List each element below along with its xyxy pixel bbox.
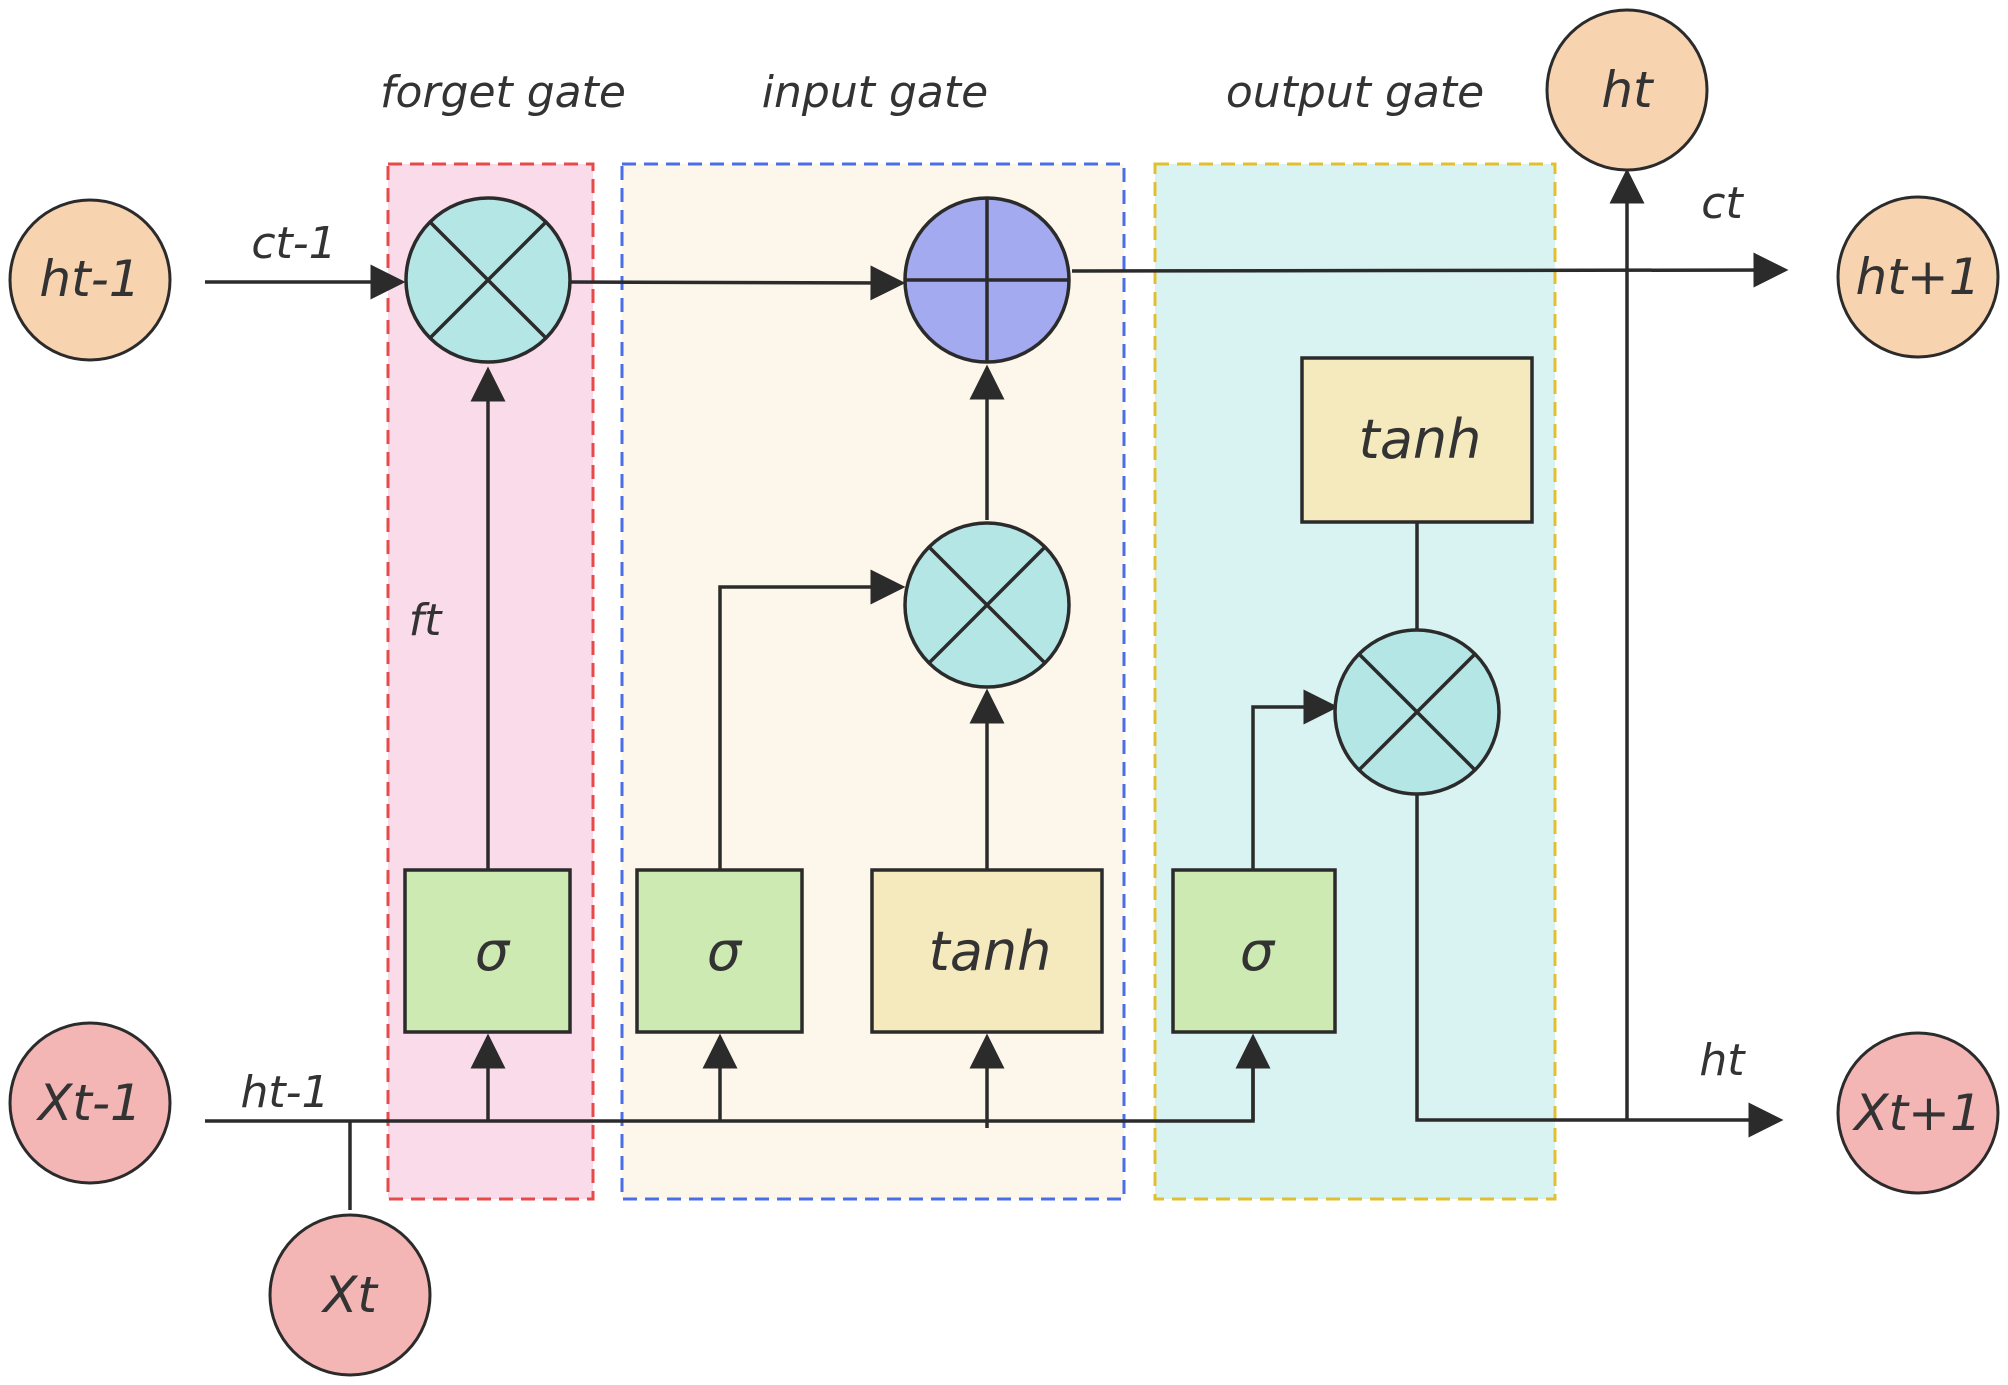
x-prev-node (8, 1021, 172, 1185)
h-out-node (1545, 8, 1709, 172)
h-prev-node (8, 198, 172, 362)
x-t-label: Xt (320, 1266, 379, 1324)
tanh-input-box (870, 868, 1104, 1034)
c-t-label: ct (1701, 178, 1744, 229)
sigma-input-to-mult-line (718, 569, 906, 870)
h-t-bottom-line (1415, 790, 1784, 1138)
c-t-line (1071, 252, 1789, 288)
sigma-forget-label: σ (475, 920, 511, 983)
h-out-label: ht (1601, 61, 1655, 119)
tanh-output-label: tanh (1359, 408, 1482, 471)
h-next-label: ht+1 (1856, 248, 1981, 306)
f-t-label: ft (409, 595, 443, 646)
h-prev-bottom-label: ht-1 (240, 1067, 329, 1118)
tanh-output-box (1300, 356, 1534, 524)
add-icon (903, 196, 1071, 364)
sigma-output-box (1171, 868, 1337, 1034)
forget-to-add-line (569, 265, 906, 301)
sigma-output-label: σ (1240, 920, 1276, 983)
multiply-icon (404, 196, 572, 364)
c-prev-label: ct-1 (251, 218, 336, 269)
input-gate-title: input gate (762, 67, 988, 118)
tanh-input-label: tanh (929, 920, 1052, 983)
h-prev-label: ht-1 (39, 250, 140, 308)
sigma-forget-box (403, 868, 572, 1034)
x-prev-label: Xt-1 (35, 1074, 142, 1132)
output-gate-title: output gate (1226, 67, 1484, 118)
x-next-node (1836, 1031, 2000, 1195)
x-next-label: Xt+1 (1851, 1084, 1982, 1142)
forget-gate-title: forget gate (380, 67, 626, 118)
multiply-icon (1333, 628, 1501, 796)
x-t-node (268, 1213, 432, 1377)
h-t-bottom-label: ht (1699, 1035, 1746, 1086)
multiply-icon (903, 521, 1071, 689)
sigma-output-to-mult-line (1251, 689, 1339, 870)
sigma-input-label: σ (707, 920, 743, 983)
h-next-node (1836, 195, 2000, 359)
sigma-input-box (635, 868, 804, 1034)
